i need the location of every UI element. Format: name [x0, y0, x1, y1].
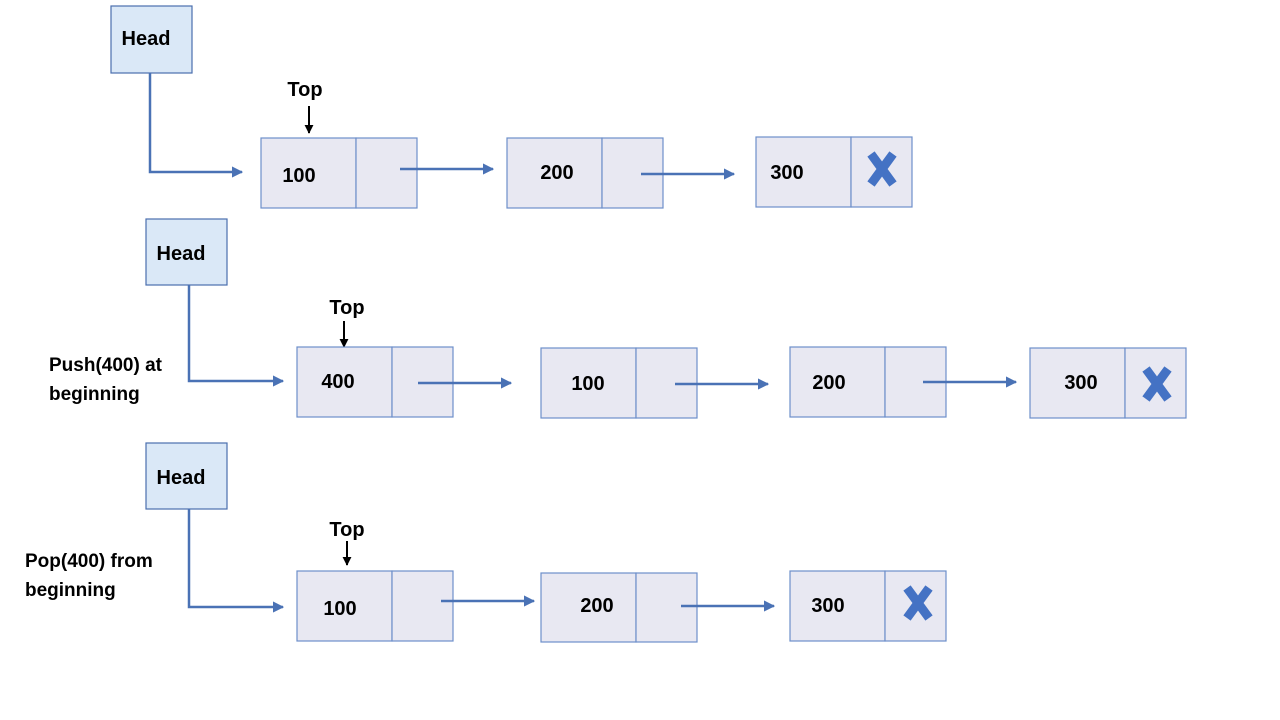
top-label: Top: [329, 297, 364, 319]
head-pointer-box: Head: [145, 218, 228, 286]
x-mark-icon: [903, 585, 933, 621]
node-value: 300: [770, 162, 803, 184]
node-value: 200: [812, 372, 845, 394]
node-value: 200: [540, 162, 573, 184]
caption-line: Push(400) at: [49, 355, 162, 376]
head-pointer-box: Head: [145, 442, 228, 510]
list-node: 100: [296, 570, 454, 642]
caption-line: beginning: [25, 580, 116, 601]
list-node: 400: [296, 346, 454, 418]
head-link-arrow: [148, 73, 244, 178]
head-link-arrow: [187, 285, 285, 387]
list-node: 200: [789, 346, 947, 418]
list-node: 300: [1029, 347, 1187, 419]
node-value: 300: [1064, 372, 1097, 394]
top-label: Top: [329, 519, 364, 541]
caption-line: beginning: [49, 384, 140, 405]
x-mark-icon: [867, 151, 897, 187]
push-caption: Push(400) at beginning: [49, 351, 162, 409]
node-value: 300: [811, 595, 844, 617]
x-mark-icon: [1142, 366, 1172, 402]
top-label: Top: [287, 79, 322, 101]
node-value: 100: [323, 598, 356, 620]
row-2-push-400: Head Top 400 100 200 300: [145, 218, 1187, 419]
list-node: 100: [260, 137, 418, 209]
row-3-pop-400: Head Top 100 200 300: [145, 442, 947, 643]
pop-caption: Pop(400) from beginning: [25, 547, 153, 605]
row-1-initial-list: Head Top 100 200 300: [110, 5, 913, 209]
node-value: 100: [282, 165, 315, 187]
caption-line: Pop(400) from: [25, 551, 153, 572]
head-label: Head: [157, 467, 206, 489]
head-label: Head: [122, 28, 171, 50]
node-value: 100: [571, 373, 604, 395]
head-pointer-box: Head: [110, 5, 193, 74]
list-node: 300: [755, 136, 913, 208]
list-node: 300: [789, 570, 947, 642]
head-label: Head: [157, 243, 206, 265]
head-link-arrow: [187, 509, 285, 613]
list-node: 200: [540, 572, 698, 643]
node-value: 400: [321, 371, 354, 393]
list-node: 200: [506, 137, 664, 209]
list-node: 100: [540, 347, 698, 419]
node-value: 200: [580, 595, 613, 617]
